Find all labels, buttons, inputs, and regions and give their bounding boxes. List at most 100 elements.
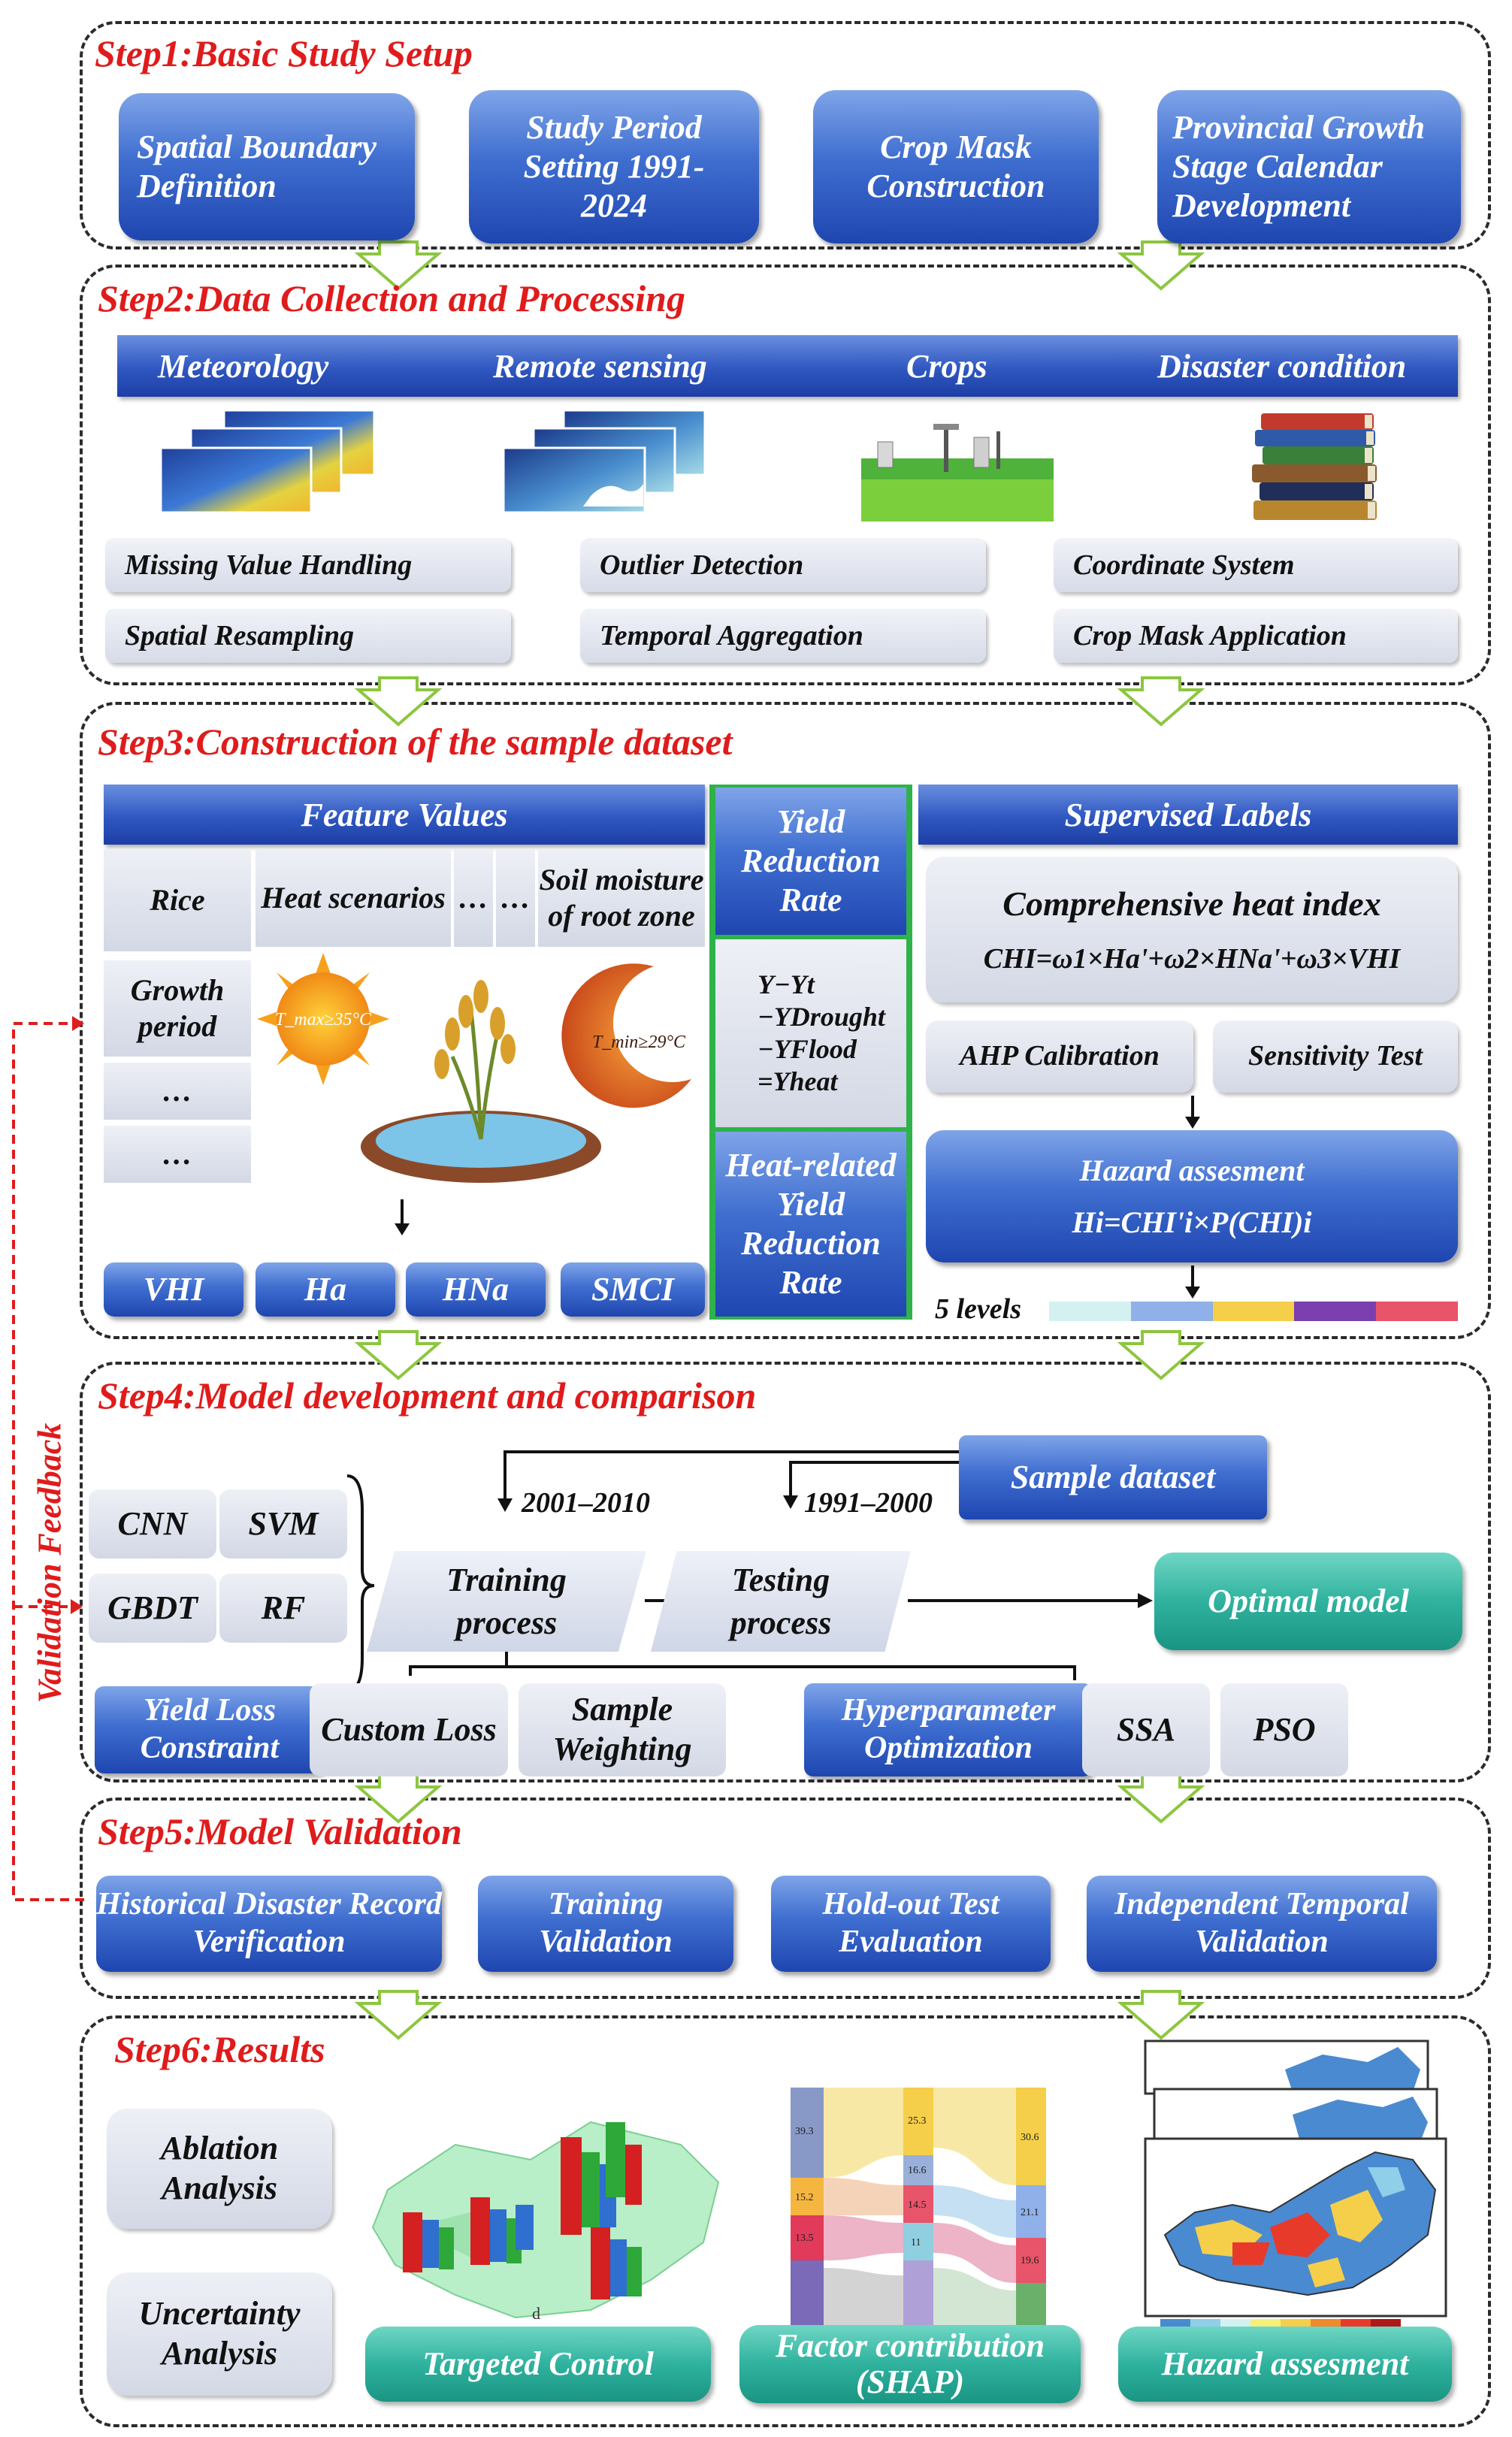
books-icon xyxy=(1252,413,1377,520)
crop-field-image xyxy=(861,412,1054,522)
step5-title: Step5:Model Validation xyxy=(98,1810,462,1852)
testing-process-box: Testing process xyxy=(651,1551,911,1652)
crop-mask-box: Crop Mask Construction xyxy=(813,90,1099,243)
hazard-assessment-result-box: Hazard assesment xyxy=(1118,2327,1452,2402)
ssa-box: SSA xyxy=(1082,1683,1210,1776)
model-gbdt: GBDT xyxy=(89,1574,216,1643)
heat-scenarios-cell: Heat scenarios xyxy=(256,849,451,947)
step4-title: Step4:Model development and comparison xyxy=(98,1374,757,1417)
down-arrow-icon xyxy=(1185,1096,1200,1129)
step2-panel xyxy=(80,265,1491,685)
yield-loss-constraint-box: Yield Loss Constraint xyxy=(95,1686,325,1773)
down-arrow-icon xyxy=(354,676,443,727)
model-cnn: CNN xyxy=(89,1489,216,1559)
five-levels-label: 5 levels xyxy=(935,1293,1022,1325)
step3-title: Step3:Construction of the sample dataset xyxy=(98,721,733,763)
step4-connectors xyxy=(346,1450,1153,1692)
historical-verification-box: Historical Disaster Record Verification xyxy=(96,1876,442,1972)
category-meteorology: Meteorology xyxy=(158,347,329,385)
optimal-model-box: Optimal model xyxy=(1154,1553,1462,1650)
level-2-swatch xyxy=(1130,1302,1213,1321)
step1-title: Step1:Basic Study Setup xyxy=(95,32,473,74)
tmin-label: T_min≥29°C xyxy=(592,1033,686,1052)
ablation-analysis-box: Ablation Analysis xyxy=(107,2109,332,2229)
step6-title: Step6:Results xyxy=(114,2028,325,2070)
crop-mask-application-box: Crop Mask Application xyxy=(1054,609,1458,663)
yield-formula-box: Y−Yt −YDrought −YFlood =Yheat xyxy=(715,939,906,1127)
down-arrow-icon xyxy=(1117,1330,1205,1380)
dots-cell: … xyxy=(454,849,493,947)
category-crops: Crops xyxy=(906,347,987,385)
data-category-bar: Meteorology Remote sensing Crops Disaste… xyxy=(117,335,1458,397)
step3-panel xyxy=(80,702,1491,1339)
feature-vhi: VHI xyxy=(104,1262,243,1317)
spatial-resampling-box: Spatial Resampling xyxy=(105,609,511,663)
feature-smci: SMCI xyxy=(561,1262,705,1317)
temporal-aggregation-box: Temporal Aggregation xyxy=(580,609,986,663)
factor-contribution-box: Factor contribution (SHAP) xyxy=(739,2325,1081,2403)
training-validation-box: Training Validation xyxy=(478,1876,733,1972)
hazard-title: Hazard assesment xyxy=(1079,1153,1305,1187)
level-1-swatch xyxy=(1049,1302,1131,1321)
level-color-bar xyxy=(1049,1302,1458,1321)
sample-dataset-box: Sample dataset xyxy=(959,1435,1267,1519)
sensitivity-test-box: Sensitivity Test xyxy=(1213,1020,1458,1093)
dots-cell: … xyxy=(496,849,535,947)
temporal-validation-box: Independent Temporal Validation xyxy=(1087,1876,1437,1972)
model-svm: SVM xyxy=(219,1489,347,1559)
feature-ha: Ha xyxy=(256,1262,395,1317)
svg-text:25.3: 25.3 xyxy=(908,2115,927,2127)
uncertainty-analysis-box: Uncertainty Analysis xyxy=(107,2272,332,2396)
targeted-control-box: Targeted Control xyxy=(365,2327,711,2402)
factor-contribution-chart: 39.3 15.2 13.5 25.3 16.6 14.5 11 30.6 21… xyxy=(791,2088,1046,2328)
outlier-detection-box: Outlier Detection xyxy=(580,538,986,592)
level-4-swatch xyxy=(1294,1302,1377,1321)
chi-title: Comprehensive heat index xyxy=(1002,884,1381,923)
growth-calendar-box: Provincial Growth Stage Calendar Develop… xyxy=(1157,90,1461,243)
hazard-assessment-box: Hazard assesment Hi=CHI'i×P(CHI)i xyxy=(926,1130,1458,1262)
chi-formula: CHI=ω1×Ha'+ω2×HNa'+ω3×VHI xyxy=(983,942,1401,975)
hyperparameter-box: Hyperparameter Optimization xyxy=(804,1683,1093,1776)
level-3-swatch xyxy=(1212,1302,1295,1321)
meteorology-maps-image xyxy=(159,409,376,514)
feature-values-header: Feature Values xyxy=(104,785,705,845)
yield-reduction-rate-box: Yield Reduction Rate xyxy=(715,788,906,935)
down-arrow-icon xyxy=(1117,676,1205,727)
step6-panel xyxy=(80,2015,1491,2427)
svg-text:30.6: 30.6 xyxy=(1021,2132,1039,2143)
down-arrow-icon xyxy=(395,1199,410,1235)
pso-box: PSO xyxy=(1220,1683,1348,1776)
spatial-boundary-box: Spatial Boundary Definition xyxy=(119,93,415,240)
svg-text:13.5: 13.5 xyxy=(795,2233,814,2244)
step1-panel xyxy=(80,21,1491,249)
chart-letter: d xyxy=(532,2304,540,2323)
soil-moisture-cell: Soil moisture of root zone xyxy=(538,849,705,947)
down-arrow-icon xyxy=(354,1330,443,1380)
step2-title: Step2:Data Collection and Processing xyxy=(98,277,685,319)
custom-loss-box: Custom Loss xyxy=(310,1683,508,1776)
targeted-control-chart: d xyxy=(371,2121,720,2323)
model-rf: RF xyxy=(219,1574,347,1643)
svg-text:39.3: 39.3 xyxy=(795,2126,814,2137)
period-test-label: 1991–2000 xyxy=(804,1487,933,1519)
sample-weighting-box: Sample Weighting xyxy=(519,1683,726,1776)
category-disaster: Disaster condition xyxy=(1157,347,1407,385)
growth-period-cell: Growth period xyxy=(104,960,251,1057)
hazard-maps-image xyxy=(1144,2039,1447,2330)
svg-text:16.6: 16.6 xyxy=(908,2165,927,2176)
category-remote-sensing: Remote sensing xyxy=(493,347,707,385)
supervised-labels-header: Supervised Labels xyxy=(918,785,1458,845)
dots-cell: … xyxy=(104,1126,251,1183)
training-process-box: Training process xyxy=(367,1551,646,1652)
down-arrow-icon xyxy=(1185,1265,1200,1299)
holdout-evaluation-box: Hold-out Test Evaluation xyxy=(771,1876,1051,1972)
study-period-box: Study Period Setting 1991-2024 xyxy=(469,90,759,243)
tmax-label: T_max≥35°C xyxy=(275,1010,372,1030)
down-arrow-icon xyxy=(354,1773,443,1824)
missing-value-box: Missing Value Handling xyxy=(105,538,511,592)
svg-text:21.1: 21.1 xyxy=(1021,2207,1039,2218)
ahp-calibration-box: AHP Calibration xyxy=(926,1020,1193,1093)
down-arrow-icon xyxy=(1117,1773,1205,1824)
down-arrow-icon xyxy=(354,1990,443,2040)
